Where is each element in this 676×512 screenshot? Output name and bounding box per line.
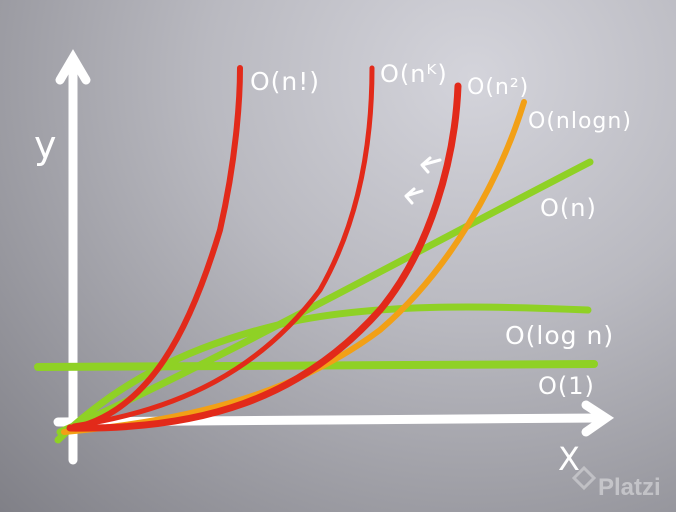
curve-ologn [54,303,592,444]
curve-o1 [34,360,598,371]
label-o-n: O(n) [540,194,597,222]
curve-onfact [71,65,243,431]
label-o-n-squared: O(n²) [467,75,529,100]
left-arrow-icon [420,156,442,174]
x-axis-label: X [558,440,581,478]
label-o-1: O(1) [538,372,595,400]
curve-on2 [66,82,462,432]
label-o-nlogn: O(nlogn) [528,109,632,134]
y-axis [55,49,91,465]
watermark-brand: Platzi [598,474,661,501]
curve-onlogn [61,99,527,435]
curve-onk [71,65,375,429]
label-o-n-k: O(nᴷ) [380,60,448,88]
label-o-log-n: O(log n) [505,321,614,350]
y-axis-label: y [34,123,58,167]
label-o-n-factorial: O(n!) [250,67,320,96]
platzi-logo-icon [571,465,597,491]
left-arrow-icon [404,187,424,205]
